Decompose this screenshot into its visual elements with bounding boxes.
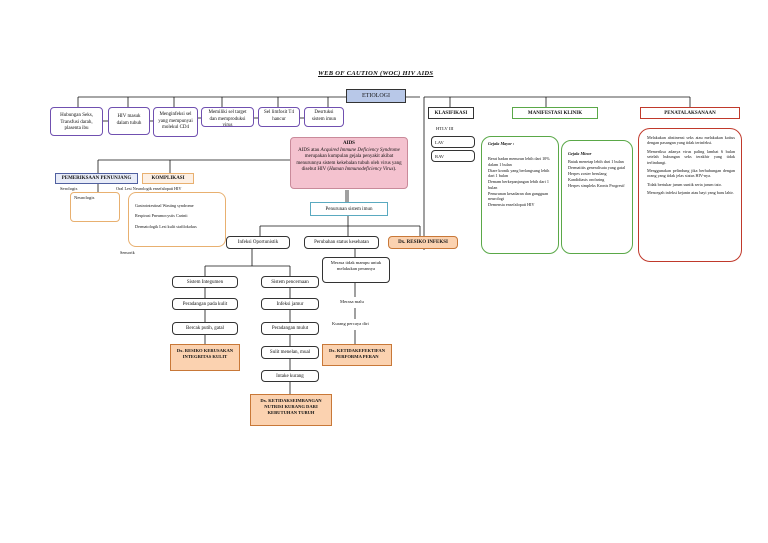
bercak-box: Bercak putih, gatal	[172, 322, 238, 335]
dx-resiko-kerusakan-kulit: Dx. RESIKO KERUSAKAN INTEGRITAS KULIT	[170, 344, 240, 371]
klasifikasi-item-lav: LAV	[431, 136, 475, 148]
gejala-minor-title: Gejala Minor	[568, 151, 592, 156]
aids-description: AIDS atau Acquired Immune Deficiency Syn…	[296, 147, 402, 173]
peradangan-mulut-box: Peradangan mulut	[261, 322, 319, 335]
penatalaksanaan-panel: Melakukan abstinensi seks atau melakukan…	[638, 128, 742, 262]
kurang-percaya-text: Kurang percaya diri	[332, 321, 369, 326]
manifestasi-header: MANIFESTASI KLINIK	[512, 107, 598, 119]
merasa-tidak-mampu-box: Merasa tidak mampu untuk melakukan peran…	[322, 257, 390, 283]
cause-box-3: Menginfeksi sel yang mempunyai molekul C…	[153, 107, 198, 137]
pemeriksaan-header: PEMERIKSAAN PENUNJANG	[55, 173, 138, 184]
komplikasi-item-sensorik: Sensorik	[120, 250, 135, 255]
gejala-minor-panel: Gejala Minor Batuk menetap lebih dari 1 …	[561, 140, 633, 254]
aids-heading: AIDS	[343, 141, 355, 146]
cause-box-6: Desrtuksi sistem imun	[304, 107, 344, 127]
komplikasi-item-oral: Oral Lesi Neurologik ensefalopati HIV	[116, 186, 182, 191]
klasifikasi-header: KLASIFIKASI	[428, 107, 474, 119]
peradangan-kulit-box: Peradangan pada kulit	[172, 298, 238, 310]
penurunan-box: Penurunan sistem imun	[310, 202, 388, 216]
gejala-mayor-title: Gejala Mayor :	[488, 141, 515, 146]
cause-box-1: Hubungan Seks, Transfusi darah, plasenta…	[50, 107, 103, 136]
gejala-mayor-panel: Gejala Mayor : Berat badan menurun lebih…	[481, 136, 559, 254]
perubahan-status-box: Perubahan status kesehatan	[304, 236, 379, 249]
sistem-pencernaan-box: Sistem pencernaan	[261, 276, 319, 288]
cause-box-4: Memiliki sel target dan memproduksi viru…	[201, 107, 254, 127]
intake-kurang-box: Intake kurang	[261, 370, 319, 382]
pemeriksaan-item-neurologis: Neurologis	[70, 192, 120, 222]
klasifikasi-item-rav: RAV	[431, 150, 475, 162]
merasa-malu-text: Merasa malu	[340, 299, 364, 304]
sistem-integumen-box: Sistem Integumen	[172, 276, 238, 288]
pemeriksaan-item-serologis: Serologis	[60, 186, 78, 191]
komplikasi-header: KOMPLIKASI	[142, 173, 194, 184]
dx-resiko-infeksi: Dx. RESIKO INFEKSI	[388, 236, 458, 249]
sulit-menelan-box: Sulit menelan, mual	[261, 346, 319, 359]
cause-box-5: Sel limfosit T4 hancur	[258, 107, 300, 127]
infeksi-oportunistik-box: Infeksi Oportunistik	[226, 236, 290, 249]
infeksi-jamur-box: Infeksi jamur	[261, 298, 319, 310]
dx-ketidakefektifan-performa: Dx. KETIDAKEFEKTIFAN PERFORMA PERAN	[322, 344, 392, 366]
aids-box: AIDS AIDS atau Acquired Immune Deficienc…	[290, 137, 408, 189]
page-title: WEB OF CAUTION (WOC) HIV AIDS	[318, 70, 434, 77]
komplikasi-list: Gastrointestinal Wasting syndrome Respir…	[128, 192, 226, 247]
penatalaksanaan-header: PENATALAKSANAAN	[640, 107, 740, 119]
dx-ketidakseimbangan-nutrisi: Dx. KETIDAKSEIMBANGAN NUTRISI KURANG DAR…	[250, 394, 332, 426]
klasifikasi-item-htlv: HTLV III	[436, 126, 454, 131]
cause-box-2: HIV masuk dalam tubuh	[108, 107, 150, 135]
etiologi-box: ETIOLOGI	[346, 89, 406, 103]
